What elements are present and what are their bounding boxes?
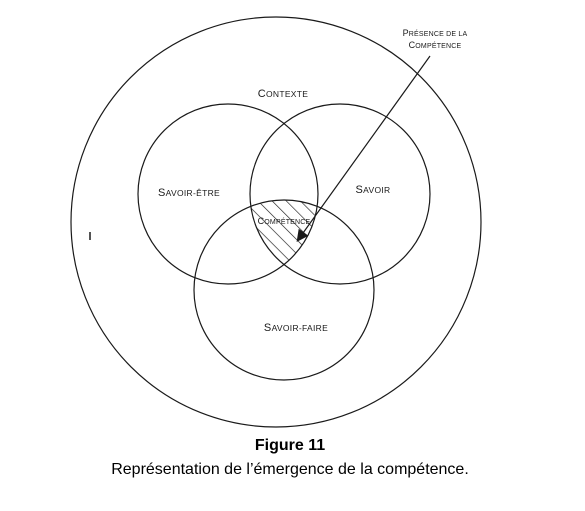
savoir-faire-circle	[193, 199, 375, 381]
label-savoir: SAVOIR	[356, 184, 391, 196]
context-circle	[70, 16, 482, 428]
label-context: CONTEXTE	[258, 88, 309, 100]
pointer-label-line2: COMPÉTENCE	[409, 40, 462, 50]
pointer-label-line1: PRÉSENCE DE LA	[403, 28, 468, 38]
pointer-arrow	[296, 55, 431, 242]
label-savoir-faire: SAVOIR-FAIRE	[264, 322, 328, 334]
figure-caption-text: Représentation de l’émergence de la comp…	[111, 461, 469, 478]
savoir-circle	[249, 103, 431, 285]
competence-region	[250, 200, 318, 284]
savoir-etre-circle	[137, 103, 319, 285]
label-competence: COMPÉTENCE	[258, 216, 311, 226]
figure-caption-title: Figure 11	[255, 437, 325, 454]
label-savoir-etre: SAVOIR-ÊTRE	[158, 187, 220, 199]
